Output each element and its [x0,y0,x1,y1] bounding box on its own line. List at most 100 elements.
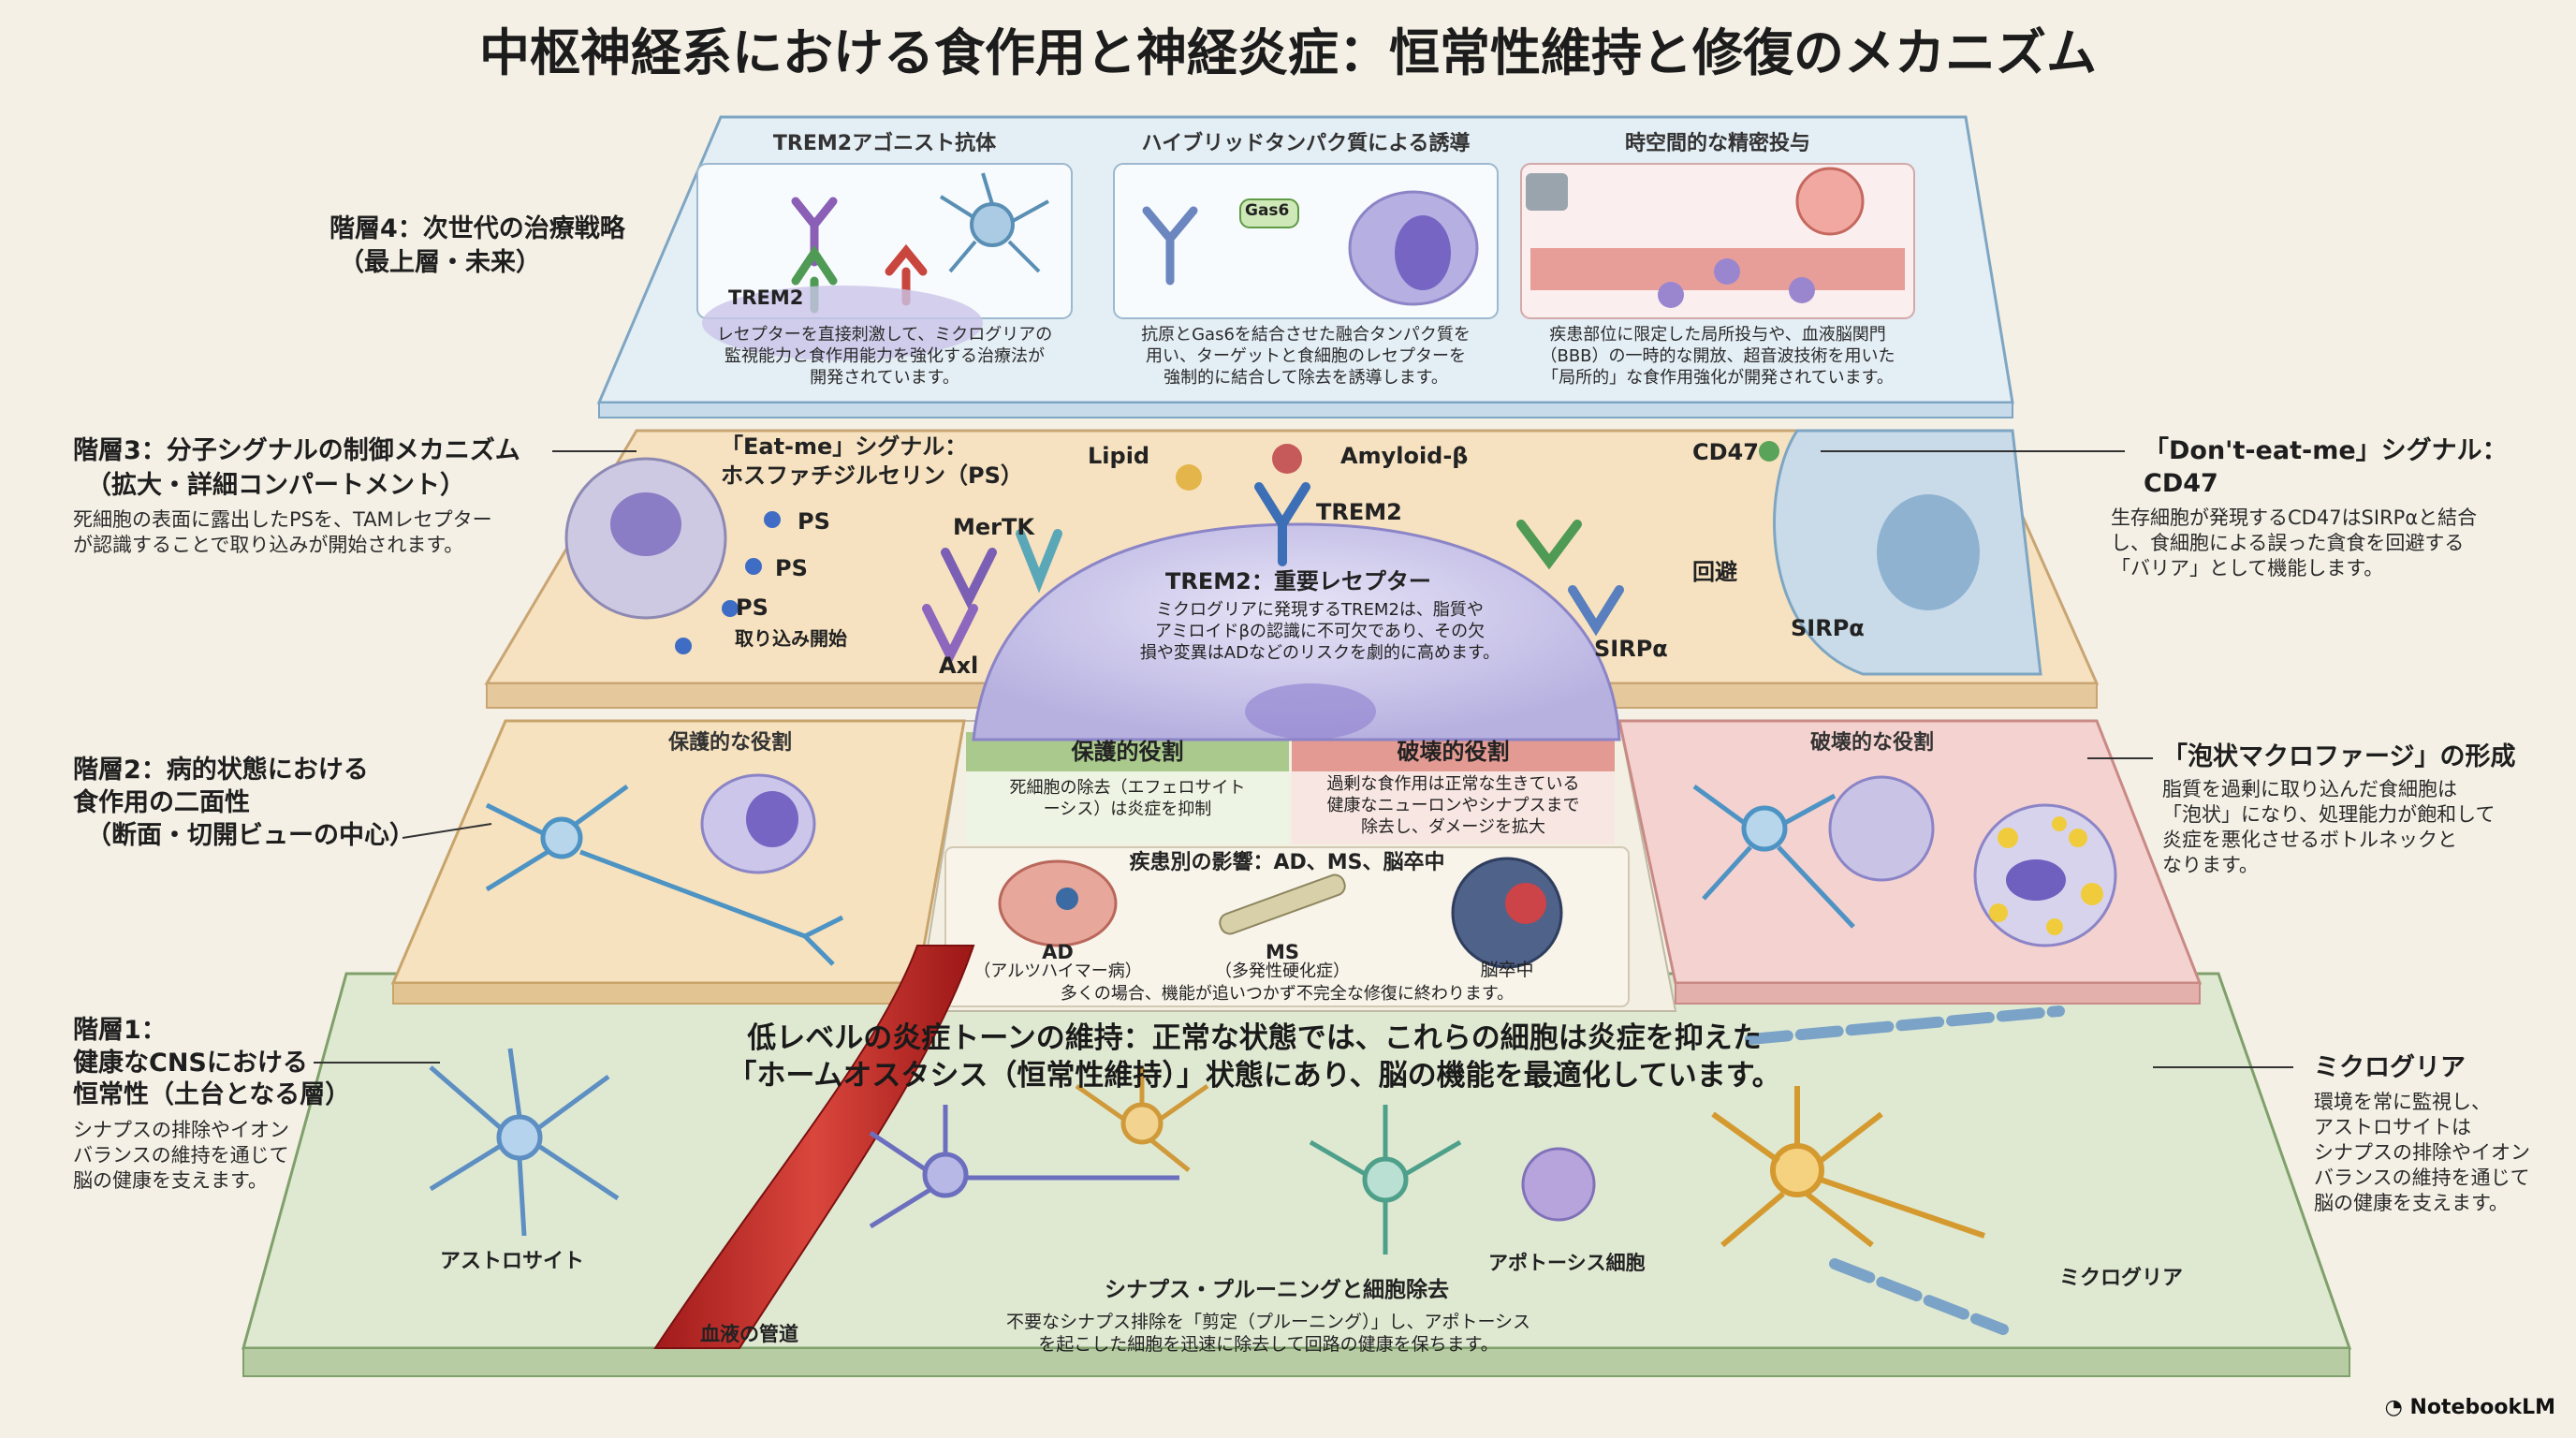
mertk-label: MerTK [953,514,1034,540]
sirpa-label-right: SIRPα [1791,615,1865,641]
astro2-icon [1309,1105,1462,1255]
layer3-desc: 死細胞の表面に露出したPSを、TAMレセプター が認識することで取り込みが開始さ… [73,508,492,556]
pruning-body: 不要なシナプス排除を「剪定（プルーニング）」し、アポトーシス を起こした細胞を迅… [1005,1312,1531,1356]
vessel-label: 血液の管道 [700,1323,798,1345]
uptake-label: 取り込み開始 [735,627,847,650]
amyloid-blob [1272,444,1302,474]
phagocyte-dot-1 [1658,282,1684,308]
neuron-l1-icon [869,1105,1179,1229]
layer4-panel-3-head: 時空間的な精密投与 [1624,132,1810,155]
central-microglia-cell [972,522,1621,741]
microglia-icon-l4 [939,172,1049,273]
ms-label: MS [1265,941,1300,963]
layer4-nucleus-2 [1395,215,1451,290]
layer3-label-sub: （拡大・詳細コンパートメント） [86,471,465,500]
ad-sub-label: （アルツハイマー病） [973,961,1142,981]
layer4-panel-3-caption: 疾患部位に限定した局所投与や、血液脳関門 （BBB）の一時的な開放、超音波技術を… [1540,325,1895,389]
layer4-panel-2-head: ハイブリッドタンパク質による誘導 [1141,132,1471,155]
layer2-left-panel [390,719,966,985]
ps-label-3: PS [736,594,768,621]
myelinated-axon-icon [1745,1005,2065,1335]
astrocyte-label: アストロサイト [440,1250,585,1273]
layer2-right-head: 破壊的な役割 [1809,731,1934,755]
destructive-head: 破壊的役割 [1397,739,1510,765]
apoptotic-label: アポトーシス細胞 [1488,1252,1646,1274]
eat-me-label: 「Eat-me」シグナル： ホスファチジルセリン（PS） [721,433,1023,489]
sirpa-receptor-icon [1516,520,1624,637]
ps-markers [675,511,781,654]
axl-label: Axl [939,653,979,679]
tam-receptor-icons [922,529,1062,667]
sirpa-label-center: SIRPα [1594,636,1668,662]
disease-note: 多くの場合、機能が追いつかず不完全な修復に終わります。 [1060,984,1515,1004]
dont-eat-me-head: 「Don't-eat-me」シグナル： CD47 [2144,436,2508,498]
notebooklm-brand: ◔ NotebookLM [2385,1395,2555,1421]
page-title: 中枢神経系における食作用と神経炎症：恒常性維持と修復のメカニズム [479,23,2097,82]
amyloid-label: Amyloid-β [1340,443,1469,469]
synapse-microglia-icon [1075,1067,1209,1172]
protective-body: 死細胞の除去（エフェロサイト ーシス）は炎症を抑制 [1009,778,1246,820]
layer2-right-panel-edge [1675,982,2201,1005]
gas6-tag: Gas6 [1245,201,1290,220]
brand-logo-icon: ◔ [2384,1395,2410,1419]
engulfing-microglia-nucleus [746,791,798,847]
blood-vessel [653,945,975,1349]
protective-neuron-icon [485,784,844,966]
layer3-label: 階層3：分子シグナルの制御メカニズム [73,436,520,465]
protective-head: 保護的役割 [1071,739,1184,765]
destructive-body: 過剰な食作用は正常な生きている 健康なニューロンやシナプスまで 除去し、ダメージ… [1326,774,1580,838]
layer1-label: 階層1： 健康なCNSにおける 恒常性（土台となる層） [73,1016,351,1110]
destructive-microglia [1828,775,1935,882]
apoptotic-cell-icon [1521,1147,1596,1222]
trem2-l3-icon [1254,482,1310,566]
brand-name: NotebookLM [2409,1395,2555,1419]
microglia-inline-label: ミクログリア [2059,1267,2184,1290]
central-microglia-nucleus [1245,683,1376,740]
phagocyte-dot-3 [1789,277,1815,303]
layer2-left-head: 保護的な役割 [667,731,792,755]
lipid-label: Lipid [1088,443,1150,469]
layer4-label: 階層4：次世代の治療戦略 [329,214,625,243]
foam-body: 脂質を過剰に取り込んだ食細胞は 「泡状」になり、処理能力が飽和して 炎症を悪化さ… [2162,778,2496,876]
layer4-cell-membrane-1 [702,286,983,360]
stroke-lesion-icon [1505,883,1546,924]
homeostasis-banner: 低レベルの炎症トーンの維持：正常な状態では、これらの細胞は炎症を抑えた 「ホーム… [727,1021,1781,1093]
trem2-tag: TREM2 [728,286,804,309]
lipid-blob [1176,464,1202,491]
layer4-panel-1-head: TREM2アゴニスト抗体 [772,132,997,155]
ultrasound-probe-icon [1526,173,1568,211]
leader-lines [314,450,2293,1068]
dying-cell-nucleus [610,492,681,556]
layer2-label: 階層2：病的状態における 食作用の二面性 [73,756,369,817]
astrocyte-icon [429,1048,620,1237]
trem2-label: TREM2 [1316,499,1402,525]
layer4-label-sub: （最上層・未来） [339,248,541,277]
dont-eat-me-desc: 生存細胞が発現するCD47はSIRPαと結合 し、食細胞による誤った貪食を回避す… [2111,506,2478,580]
avoid-label: 回避 [1692,559,1737,585]
layer2-label-sub: （断面・切開ビューの中心） [86,821,415,850]
ad-lesion-icon [1056,888,1078,910]
ps-label-2: PS [775,555,808,581]
trem2-center-body: ミクログリアに発現するTREM2は、脂質や アミロイドβの認識に不可欠であり、そ… [1139,600,1500,664]
cd47-label: CD47 [1692,439,1759,465]
antibody-y-icon [1142,206,1198,286]
layer4-panel-1-caption: レセプターを直接刺激して、ミクログリアの 監視能力と食作用能力を強化する治療法が… [716,325,1053,389]
foam-head: 「泡状マクロファージ」の形成 [2162,742,2516,771]
ms-sub-label: （多発性硬化症） [1215,961,1350,981]
layer1-platform-edge [242,1347,2350,1377]
microglia-l1-icon [1711,1086,1985,1248]
protective-body-box [966,771,1289,844]
microglia-body: 環境を常に監視し、 アストロサイトは シナプスの排除やイオン バランスの維持を通… [2314,1091,2530,1214]
foam-macrophage [1973,803,2117,947]
ps-label-1: PS [798,508,830,535]
pruning-head: シナプス・プルーニングと細胞除去 [1105,1278,1449,1302]
destructive-body-box [1292,771,1615,844]
trem2-center-head: TREM2：重要レセプター [1165,568,1431,594]
phagocyte-dot-2 [1714,258,1740,285]
healthy-cell-nucleus [1877,494,1980,610]
cd47-ligand-icon [1759,441,1779,462]
disease-head: 疾患別の影響：AD、MS、脳卒中 [1129,851,1445,874]
layer1-label-sub: シナプスの排除やイオン バランスの維持を通じて 脳の健康を支えます。 [73,1119,289,1192]
destructive-neuron-icon [1692,784,1855,929]
